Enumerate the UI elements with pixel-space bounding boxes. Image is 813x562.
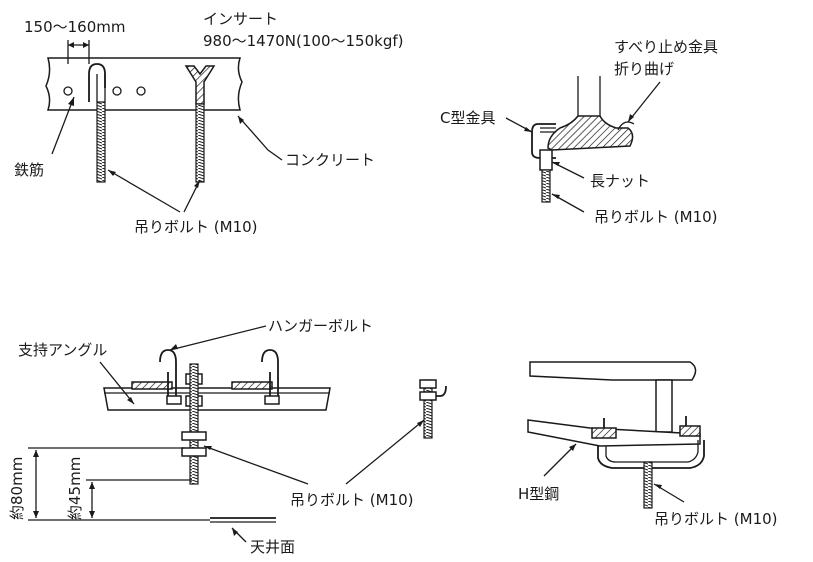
approx-45-label: 約45mm: [66, 457, 84, 520]
pitch-label: 150〜160mm: [24, 18, 126, 36]
panel-concrete-insert: 150〜160mm インサート 980〜1470N(100〜150kgf) 鉄筋…: [14, 10, 403, 236]
h-steel-top-flange: [529, 361, 697, 381]
slip-stopper-label-1: すべり止め金具: [614, 38, 718, 56]
hanging-bolt-label-2: 吊りボルト (M10): [594, 208, 718, 226]
insert-bolt-rod: [195, 103, 205, 183]
c-bracket: [531, 123, 556, 159]
approx-80-label: 約80mm: [8, 457, 26, 520]
hanger-bolt-label: ハンガーボルト: [268, 317, 373, 335]
slip-stopper-label-2: 折り曲げ: [614, 60, 674, 78]
panel-c-bracket: すべり止め金具 折り曲げ C型金具 長ナット 吊りボルト (M10): [440, 38, 718, 226]
rebar-hole: [63, 86, 73, 96]
j-hook-bolt-rod: [96, 101, 106, 183]
insert-load-label: 980〜1470N(100〜150kgf): [203, 32, 403, 50]
support-angle: [103, 387, 331, 411]
h-steel-label: H型鋼: [518, 485, 559, 503]
h-steel-web: [655, 379, 673, 433]
concrete-label: コンクリート: [285, 151, 375, 169]
support-angle-label: 支持アングル: [18, 341, 107, 359]
panel-support-angle: 約80mm 約45mm 天井面 ハンガーボルト 支持アングル 吊りボルト (M1…: [8, 317, 447, 556]
c-bracket-label: C型金具: [440, 109, 495, 127]
h-steel-hanging-rod: [643, 461, 653, 509]
rebar-hole: [136, 86, 146, 96]
hanging-bolt-label-4: 吊りボルト (M10): [654, 510, 778, 528]
rebar-label: 鉄筋: [14, 161, 44, 179]
center-hanging-rod: [189, 363, 199, 485]
ceiling-label: 天井面: [250, 538, 295, 556]
beam-flange: [547, 115, 634, 151]
hanging-bolt-label-3: 吊りボルト (M10): [290, 491, 414, 509]
panel-h-steel: H型鋼 吊りボルト (M10): [518, 361, 778, 528]
insert-label: インサート: [203, 10, 278, 28]
long-nut-label: 長ナット: [590, 172, 650, 190]
j-hook-bolt: [88, 63, 106, 102]
hanging-bolt-label-1: 吊りボルト (M10): [134, 218, 258, 236]
long-nut: [539, 149, 553, 171]
c-bracket-bolt-rod: [541, 169, 551, 203]
insert: [184, 65, 216, 105]
hanger-bolt-left: [159, 349, 177, 398]
hanger-bolt-right: [261, 349, 279, 398]
rebar-hole: [112, 86, 122, 96]
slip-stopper: [617, 121, 635, 131]
